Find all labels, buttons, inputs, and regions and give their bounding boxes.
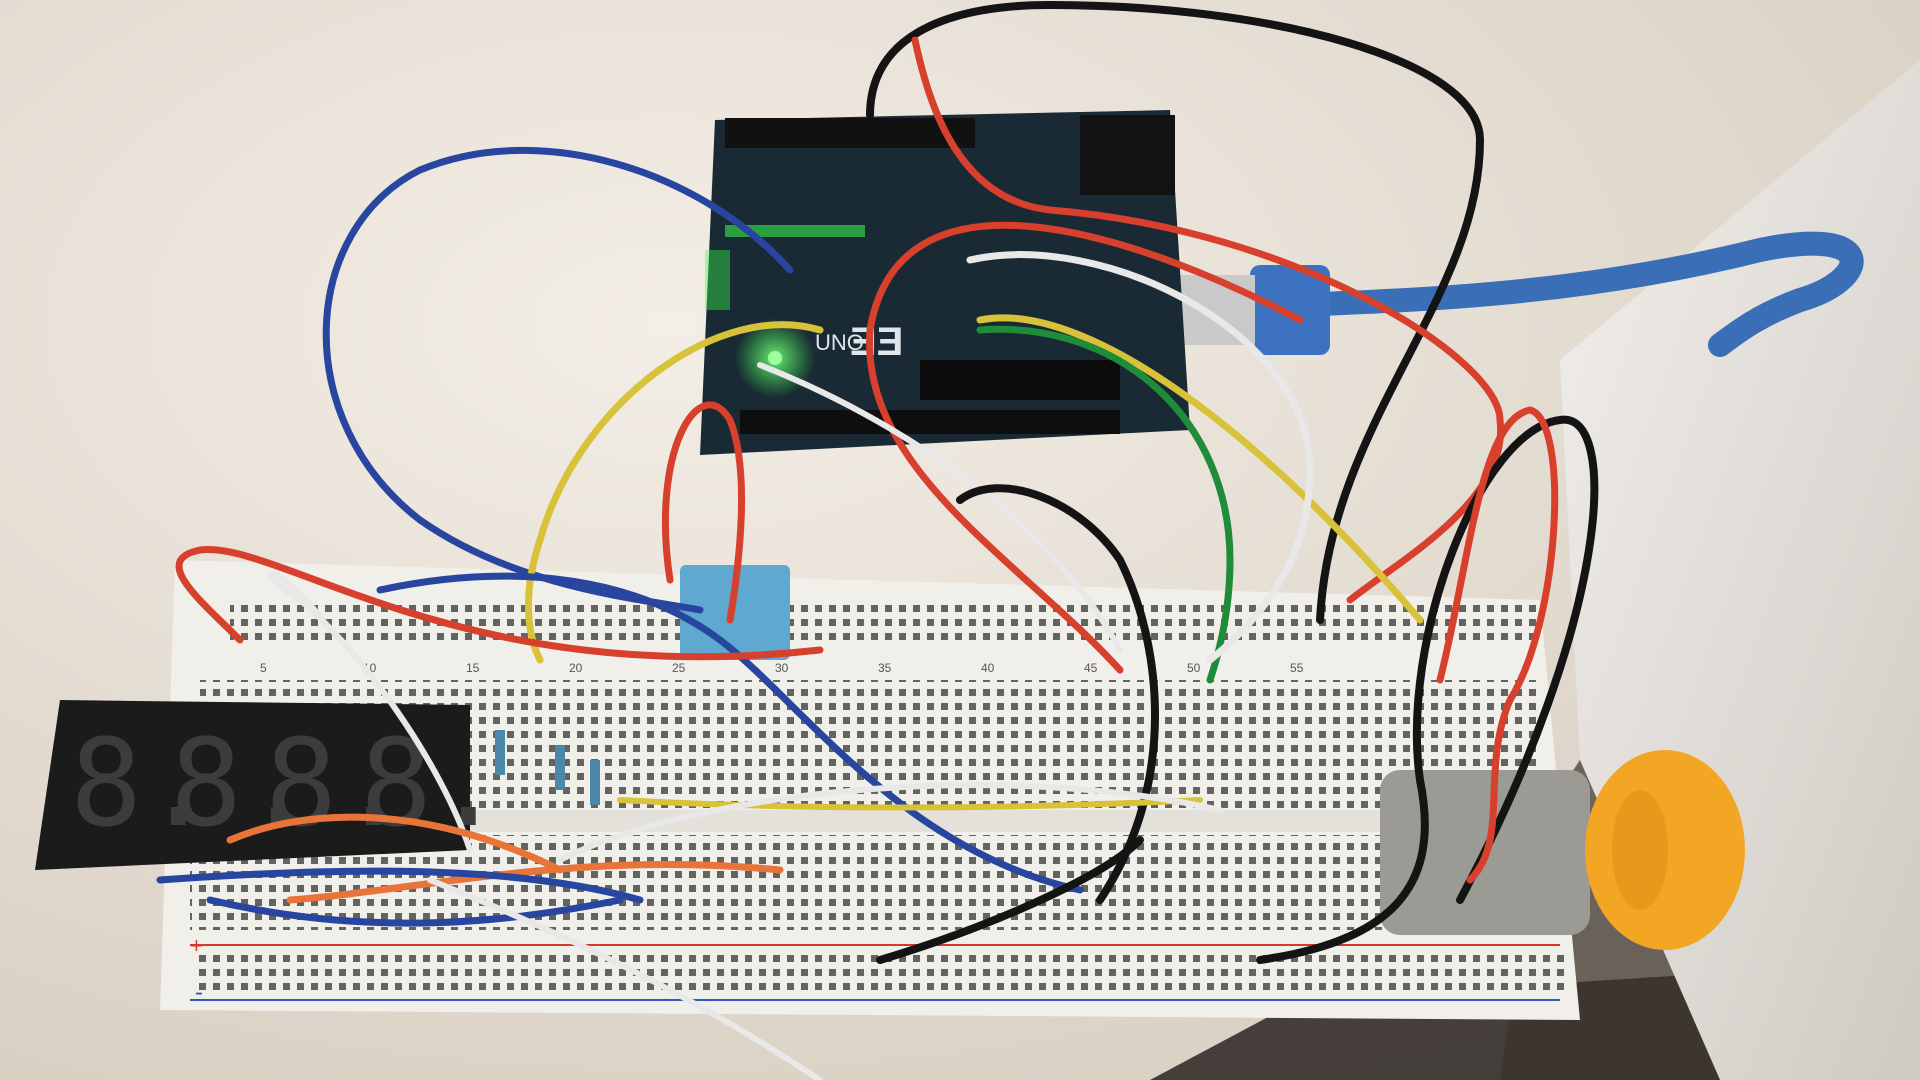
arduino-board: ƎƎ UNO <box>700 110 1190 455</box>
usb-plug-metal <box>1175 275 1255 345</box>
wire-yellow-horizontal <box>617 797 1203 811</box>
wire-green <box>976 325 1234 684</box>
jumper-wires <box>156 0 1599 1080</box>
board-logo: ƎƎ <box>850 320 903 364</box>
plus-label: + <box>190 933 203 958</box>
wire-black-top <box>866 0 1485 624</box>
wire-red-big-loop <box>866 221 1304 674</box>
seven-segment-digit: 8. <box>265 715 410 854</box>
column-label: 5 <box>260 661 267 675</box>
wire-blue-bottom <box>156 867 644 904</box>
seven-segment-digit: 8. <box>360 715 505 854</box>
power-jack <box>1080 115 1175 195</box>
wire-red-top <box>911 36 1505 604</box>
wire-yellow-1 <box>524 321 824 664</box>
usb-plug <box>1250 265 1330 355</box>
center-channel <box>190 810 1550 832</box>
seven-segment-display: 8.8.8.8. <box>35 700 505 870</box>
column-label: 45 <box>1084 661 1098 675</box>
column-label: 15 <box>466 661 480 675</box>
wire-white-2 <box>757 362 1123 653</box>
power-led <box>768 351 782 365</box>
wire-yellow-2 <box>976 314 1424 624</box>
wire-blue-long <box>376 572 1084 894</box>
wheel-hub <box>1612 790 1668 910</box>
wire-red-short <box>661 401 746 624</box>
humidity-sensor <box>680 565 790 660</box>
seven-segment-digit: 8. <box>170 715 315 854</box>
seven-segment-digit: 8. <box>70 715 215 854</box>
wire-white-left <box>267 570 473 853</box>
wire-blue-bottom-2 <box>206 896 624 927</box>
wire-orange-1 <box>226 813 564 874</box>
green-led-strip <box>725 225 865 237</box>
minus-label: - <box>195 979 203 1006</box>
board-brand: UNO <box>815 330 864 355</box>
wire-red-right <box>1436 406 1559 884</box>
column-label: 25 <box>672 661 686 675</box>
top-header <box>725 118 975 148</box>
bottom-header <box>740 410 1120 434</box>
wire-white-horizontal <box>557 782 1223 863</box>
column-label: 50 <box>1187 661 1201 675</box>
column-label: 20 <box>569 661 583 675</box>
column-label: 55 <box>1290 661 1304 675</box>
usb-cable <box>1278 231 1864 357</box>
column-label: 30 <box>775 661 789 675</box>
green-led-side <box>705 250 730 310</box>
dc-motor <box>1380 770 1620 935</box>
wire-red-left <box>175 546 824 661</box>
chip <box>920 360 1120 400</box>
resistors <box>495 730 600 805</box>
wire-white-bottom <box>427 877 823 1080</box>
wire-black-bottom <box>876 836 1144 964</box>
column-label: 35 <box>878 661 892 675</box>
column-label: 40 <box>981 661 995 675</box>
wire-white-1 <box>966 251 1314 664</box>
